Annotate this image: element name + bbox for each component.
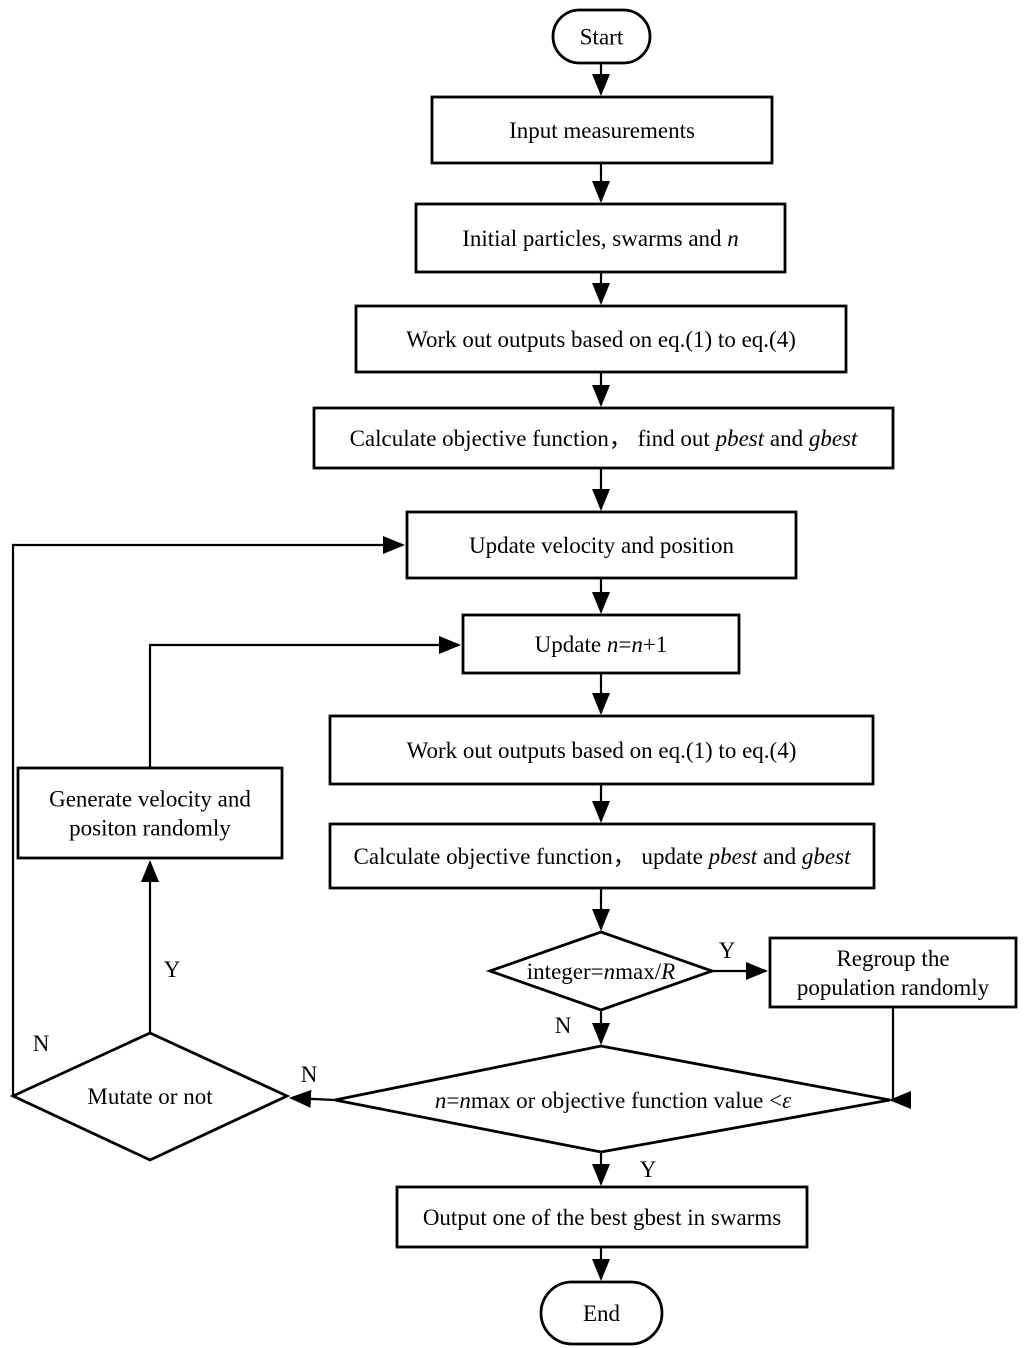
calculate-objective-find-step-label: Calculate objective function， find out p… <box>350 426 858 451</box>
input-measurements-step-label: Input measurements <box>509 118 695 143</box>
output-gbest-step-shape <box>395 1185 809 1249</box>
calculate-objective-update-step-shape <box>328 822 876 890</box>
work-out-outputs-step-1: Work out outputs based on eq.(1) to eq.(… <box>354 304 848 374</box>
regroup-population-step-label: Regroup the <box>836 946 949 971</box>
work-out-outputs-step-2-label: Work out outputs based on eq.(1) to eq.(… <box>407 738 797 763</box>
start-terminator: Start <box>551 8 652 65</box>
regroup-population-step-label: population randomly <box>797 975 990 1000</box>
work-out-outputs-step-1-shape <box>354 304 848 374</box>
branch-label-n-loop: N <box>33 1031 50 1056</box>
integer-check-decision: integer=nmax/R <box>485 930 717 1012</box>
generate-velocity-step-label: positon randomly <box>69 816 231 841</box>
branch-label-n-continue: N <box>555 1013 572 1038</box>
work-out-outputs-step-2: Work out outputs based on eq.(1) to eq.(… <box>328 714 875 786</box>
calculate-objective-update-step: Calculate objective function， update pbe… <box>328 822 876 890</box>
update-n-step: Update n=n+1 <box>461 613 741 675</box>
update-velocity-position-step-shape <box>405 510 798 580</box>
input-measurements-step: Input measurements <box>430 95 774 165</box>
arrow-generate-to-update-n <box>148 636 461 768</box>
work-out-outputs-step-2-shape <box>328 714 875 786</box>
terminate-check-decision-label: n=nmax or objective function value <ε <box>435 1088 792 1113</box>
regroup-population-step: Regroup the population randomly <box>768 936 1018 1009</box>
start-terminator-shape <box>551 8 652 65</box>
initial-particles-step-shape <box>414 202 787 274</box>
calculate-objective-update-step-label: Calculate objective function， update pbe… <box>354 844 852 869</box>
calculate-objective-find-step: Calculate objective function， find out p… <box>312 406 895 470</box>
terminate-check-decision-shape <box>334 1044 891 1154</box>
branch-label-y-regroup: Y <box>719 938 736 963</box>
terminate-check-decision: n=nmax or objective function value <ε <box>334 1044 891 1154</box>
generate-velocity-step-shape <box>16 766 284 860</box>
initial-particles-step-label: Initial particles, swarms and n <box>462 226 739 251</box>
integer-check-decision-label: integer=nmax/R <box>527 959 675 984</box>
branch-label-n-mutate: N <box>301 1062 318 1087</box>
generate-velocity-step-label: Generate velocity and <box>49 787 251 812</box>
flow-arrows <box>11 63 911 1281</box>
initial-particles-step: Initial particles, swarms and n <box>414 202 787 274</box>
input-measurements-step-shape <box>430 95 774 165</box>
work-out-outputs-step-1-label: Work out outputs based on eq.(1) to eq.(… <box>406 327 796 352</box>
arrow-regroup-to-terminate-check <box>889 1007 911 1109</box>
update-n-step-shape <box>461 613 741 675</box>
start-terminator-label: Start <box>580 25 624 50</box>
update-n-step-label: Update n=n+1 <box>535 632 668 657</box>
end-terminator: End <box>539 1280 664 1346</box>
arrow-mutate-no-to-update-velocity <box>11 536 405 1096</box>
branch-label-y-output: Y <box>640 1157 657 1182</box>
output-gbest-step-label: Output one of the best gbest in swarms <box>423 1205 781 1230</box>
output-gbest-step: Output one of the best gbest in swarms <box>395 1185 809 1249</box>
mutate-or-not-decision: Mutate or not <box>9 1031 291 1162</box>
update-velocity-position-step-label: Update velocity and position <box>469 533 735 558</box>
generate-velocity-step: Generate velocity and positon randomly <box>16 766 284 860</box>
update-velocity-position-step: Update velocity and position <box>405 510 798 580</box>
branch-label-y-generate: Y <box>164 957 181 982</box>
mutate-or-not-decision-shape <box>9 1031 291 1162</box>
branch-labels: Y N Y N Y N <box>33 938 736 1182</box>
end-terminator-label: End <box>583 1301 621 1326</box>
calculate-objective-find-step-shape <box>312 406 895 470</box>
arrow-terminate-check-no-to-mutate <box>289 1089 336 1108</box>
integer-check-decision-shape <box>485 930 717 1012</box>
end-terminator-shape <box>539 1280 664 1346</box>
regroup-population-step-shape <box>768 936 1018 1009</box>
mutate-or-not-decision-label: Mutate or not <box>87 1084 213 1109</box>
